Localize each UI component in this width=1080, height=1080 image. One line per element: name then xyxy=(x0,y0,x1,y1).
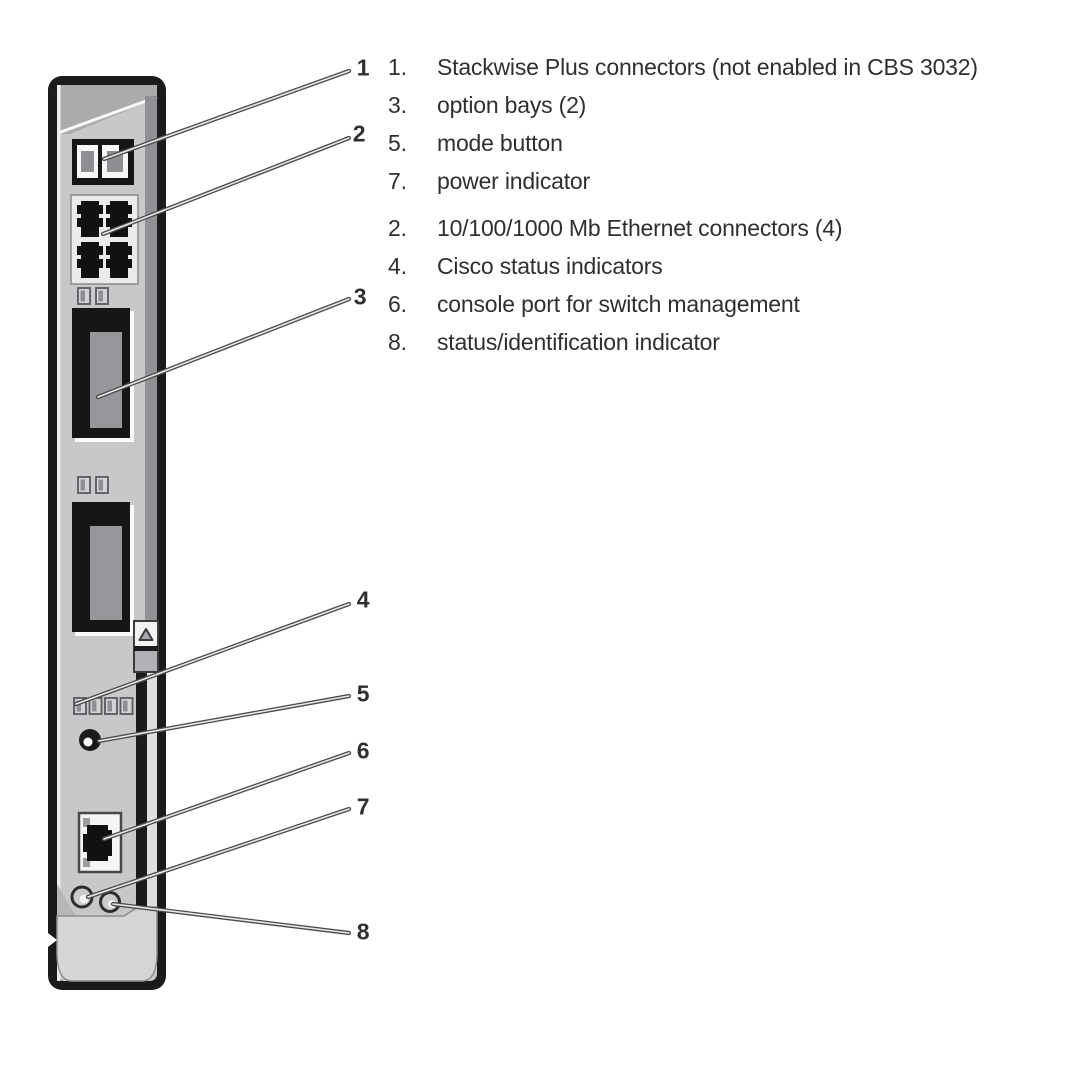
mode-button xyxy=(79,729,101,751)
legend-item-number: 3. xyxy=(388,92,407,118)
callout-number-4: 4 xyxy=(356,586,370,613)
bottom-chamfer xyxy=(57,884,76,916)
legend-item: 3. option bays (2) xyxy=(388,86,978,124)
legend-item-number: 5. xyxy=(388,130,407,156)
console-port xyxy=(77,811,123,874)
switch-module xyxy=(48,76,166,990)
legend-item-label: 10/100/1000 Mb Ethernet connectors (4) xyxy=(437,215,843,241)
legend-group-even: 2. 10/100/1000 Mb Ethernet connectors (4… xyxy=(388,209,978,361)
bevel-highlight xyxy=(57,95,158,135)
legend-item-number: 2. xyxy=(388,215,407,241)
callout-number-1: 1 xyxy=(356,54,370,81)
legend-item: 4. Cisco status indicators xyxy=(388,247,978,285)
warning-triangle-icon xyxy=(138,628,154,641)
legend-item-label: console port for switch management xyxy=(437,291,800,317)
callout-line-8 xyxy=(110,901,352,936)
legend-item-label: Stackwise Plus connectors (not enabled i… xyxy=(437,54,978,80)
callout-line-1 xyxy=(101,68,352,162)
legend-item-label: mode button xyxy=(437,130,563,156)
legend-item-number: 8. xyxy=(388,329,407,355)
legend-item: 7. power indicator xyxy=(388,162,978,200)
callout-number-5: 5 xyxy=(356,680,370,707)
legend-item-number: 7. xyxy=(388,168,407,194)
option-bay-1 xyxy=(72,308,134,442)
legend-item-label: power indicator xyxy=(437,168,590,194)
module-latch xyxy=(133,620,159,673)
callout-number-8: 8 xyxy=(356,918,370,945)
callout-line-6 xyxy=(101,750,352,842)
bottom-panel xyxy=(56,906,158,982)
frame-notch xyxy=(48,933,57,947)
legend-item: 6. console port for switch management xyxy=(388,285,978,323)
callout-line-5 xyxy=(96,693,352,744)
callout-line-4 xyxy=(73,601,352,707)
callout-number-6: 6 xyxy=(356,737,370,764)
stackwise-plus-connectors xyxy=(72,139,134,185)
latch-rail xyxy=(136,672,147,907)
callout-number-2: 2 xyxy=(352,120,366,147)
legend-group-odd: 1. Stackwise Plus connectors (not enable… xyxy=(388,48,978,200)
legend-item: 2. 10/100/1000 Mb Ethernet connectors (4… xyxy=(388,209,978,247)
legend-item: 5. mode button xyxy=(388,124,978,162)
legend-item: 8. status/identification indicator xyxy=(388,323,978,361)
ethernet-connectors xyxy=(70,194,139,285)
callout-line-3 xyxy=(95,296,352,400)
legend-item-number: 4. xyxy=(388,253,407,279)
callout-line-2 xyxy=(100,135,352,237)
option-bay-2 xyxy=(72,502,134,636)
callout-lines xyxy=(73,68,352,936)
callout-number-3: 3 xyxy=(353,283,367,310)
status-identification-led xyxy=(99,891,121,913)
callout-number-7: 7 xyxy=(356,793,370,820)
top-bevel xyxy=(57,85,157,134)
legend-item-label: status/identification indicator xyxy=(437,329,720,355)
rj45-port-icon xyxy=(83,825,112,861)
callout-line-7 xyxy=(85,806,352,900)
legend-item-label: option bays (2) xyxy=(437,92,587,118)
legend-item-label: Cisco status indicators xyxy=(437,253,663,279)
right-bevel xyxy=(145,96,157,672)
left-edge-highlight xyxy=(57,85,61,981)
legend-item-number: 1. xyxy=(388,54,407,80)
legend-item-number: 6. xyxy=(388,291,407,317)
legend-item: 1. Stackwise Plus connectors (not enable… xyxy=(388,48,978,86)
legend-list: 1. Stackwise Plus connectors (not enable… xyxy=(388,48,978,361)
right-light-strip xyxy=(147,672,157,907)
